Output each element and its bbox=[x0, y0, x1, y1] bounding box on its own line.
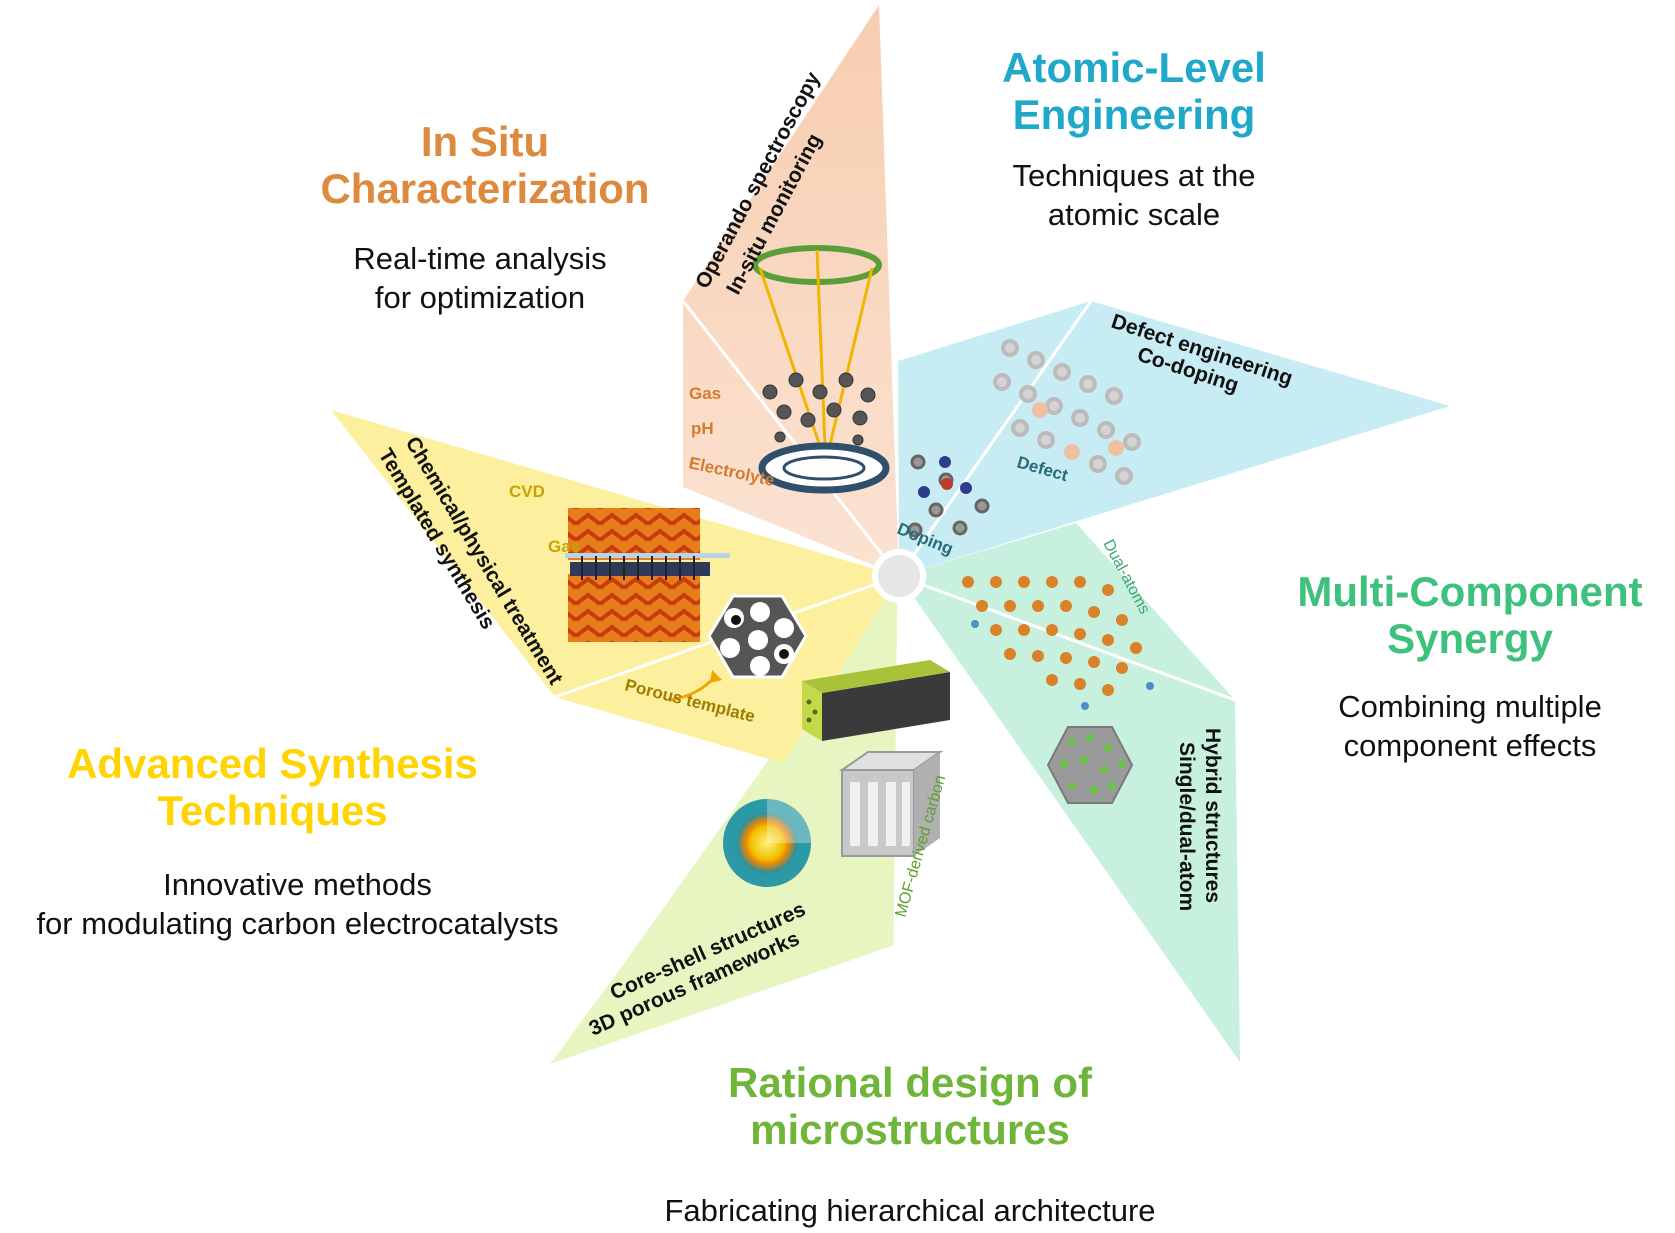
defect-lattice-illustration bbox=[907, 339, 1141, 538]
synthesis-subtitle-line-1: Innovative methods bbox=[163, 867, 432, 902]
multi-title-line-1: Multi-Component bbox=[1297, 568, 1643, 615]
porous-framework-illustration bbox=[838, 751, 944, 857]
core-shell-sphere-illustration bbox=[723, 799, 811, 887]
label-gas: Gas bbox=[689, 384, 721, 403]
atomic-title-line-1: Atomic-Level bbox=[1002, 44, 1266, 91]
nanorod-illustration bbox=[802, 660, 950, 741]
label-cvd: CVD bbox=[509, 482, 545, 501]
synthesis-small-labels: CVD Gas bbox=[509, 482, 580, 556]
synthesis-title-line-1: Advanced Synthesis bbox=[67, 740, 478, 787]
rational-subtitle-line-1: Fabricating hierarchical architecture bbox=[664, 1193, 1156, 1228]
synthesis-subtitle-line-2: for modulating carbon electrocatalysts bbox=[36, 905, 559, 941]
rational-title-line-2: microstructures bbox=[750, 1106, 1070, 1154]
graphene-sheet-illustration bbox=[962, 576, 1154, 710]
rational-heading: Rational design of microstructures bbox=[700, 1059, 1120, 1154]
multi-blade-line-1: Hybrid structures bbox=[1201, 728, 1224, 903]
atomic-subtitle: Techniques at the atomic scale bbox=[954, 157, 1314, 235]
atomic-subtitle-line-1: Techniques at the bbox=[1012, 158, 1256, 193]
label-ph: pH bbox=[691, 419, 714, 438]
cvd-illustration bbox=[565, 508, 730, 642]
multi-blade-line-2: Single/dual-atom bbox=[1175, 742, 1198, 911]
synthesis-subtitle: Innovative methods for modulating carbon… bbox=[0, 866, 595, 944]
in-situ-title-line-1: In Situ bbox=[420, 118, 550, 165]
in-situ-title-line-2: Characterization bbox=[320, 165, 650, 213]
hybrid-particle-illustration bbox=[1046, 726, 1134, 804]
synthesis-title-line-2: Techniques bbox=[157, 787, 388, 835]
porous-template-illustration bbox=[669, 594, 808, 702]
rational-subtitle: Fabricating hierarchical architecture bbox=[630, 1192, 1190, 1231]
in-situ-subtitle: Real-time analysis for optimization bbox=[300, 240, 660, 318]
blade-in-situ bbox=[681, 5, 901, 577]
hub bbox=[872, 549, 926, 603]
in-situ-subtitle-line-1: Real-time analysis bbox=[353, 241, 607, 276]
atomic-title-line-2: Engineering bbox=[1012, 91, 1256, 139]
multi-subtitle-line-1: Combining multiple bbox=[1338, 689, 1602, 724]
in-situ-subtitle-line-2: for optimization bbox=[374, 279, 586, 315]
label-gas-cvd: Gas bbox=[548, 537, 580, 556]
multi-subtitle-line-2: component effects bbox=[1343, 727, 1597, 763]
atomic-heading: Atomic-Level Engineering bbox=[934, 44, 1334, 139]
multi-subtitle: Combining multiple component effects bbox=[1300, 688, 1640, 766]
blade-atomic bbox=[897, 300, 1450, 577]
synthesis-heading: Advanced Synthesis Techniques bbox=[0, 740, 545, 835]
rational-title-line-1: Rational design of bbox=[727, 1059, 1092, 1106]
operando-setup-illustration bbox=[752, 245, 890, 494]
in-situ-heading: In Situ Characterization bbox=[270, 118, 700, 213]
atomic-subtitle-line-2: atomic scale bbox=[1047, 196, 1221, 232]
multi-blade-labels: Hybrid structures Single/dual-atom bbox=[1175, 728, 1224, 911]
multi-heading: Multi-Component Synergy bbox=[1275, 568, 1665, 663]
multi-title-line-2: Synergy bbox=[1387, 615, 1553, 663]
